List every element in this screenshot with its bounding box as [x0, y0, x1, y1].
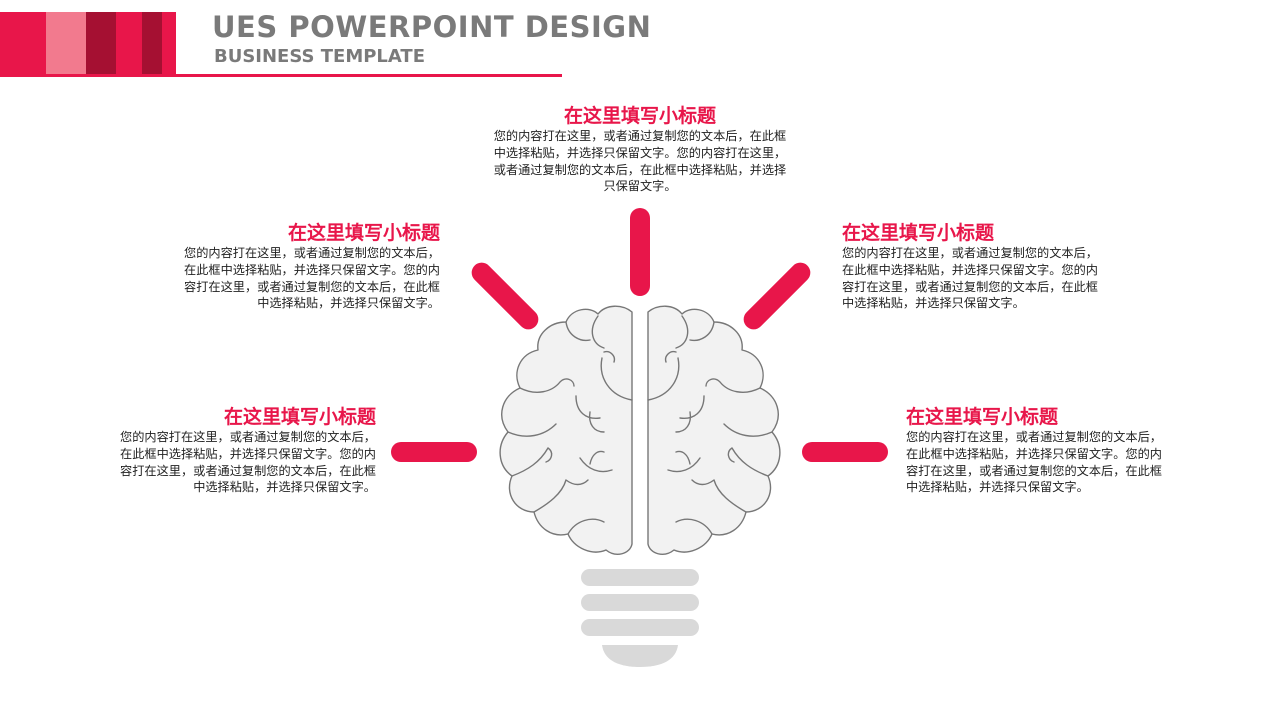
stripe [142, 12, 162, 76]
ray-left [391, 442, 477, 462]
bulb-base-ring [581, 619, 699, 636]
stripe [0, 12, 46, 76]
bulb-base-ring [581, 594, 699, 611]
text-block-lower-right: 在这里填写小标题 您的内容打在这里，或者通过复制您的文本后，在此框中选择粘贴，并… [906, 405, 1162, 496]
block-heading: 在这里填写小标题 [842, 222, 995, 244]
brain-left-hemisphere [499, 305, 633, 555]
block-heading: 在这里填写小标题 [223, 406, 376, 428]
stripe [162, 12, 176, 76]
title-underline [0, 74, 562, 77]
block-heading: 在这里填写小标题 [563, 105, 716, 127]
block-body: 您的内容打在这里，或者通过复制您的文本后，在此框中选择粘贴，并选择只保留文字。您… [184, 246, 440, 311]
stripe [116, 12, 142, 76]
ray-right [802, 442, 888, 462]
block-body: 您的内容打在这里，或者通过复制您的文本后，在此框中选择粘贴，并选择只保留文字。您… [906, 430, 1162, 495]
header-color-stripes [0, 12, 176, 76]
bulb-base-tip [602, 645, 678, 667]
bulb-base-ring [581, 569, 699, 586]
stripe [46, 12, 86, 76]
block-heading: 在这里填写小标题 [287, 222, 440, 244]
ray-top [630, 208, 650, 296]
text-block-lower-left: 在这里填写小标题 您的内容打在这里，或者通过复制您的文本后，在此框中选择粘贴，并… [120, 405, 376, 496]
brain-right-hemisphere [647, 305, 781, 555]
text-block-upper-left: 在这里填写小标题 您的内容打在这里，或者通过复制您的文本后，在此框中选择粘贴，并… [184, 221, 440, 312]
page-subtitle: BUSINESS TEMPLATE [214, 46, 425, 67]
stripe [86, 12, 116, 76]
bulb-base [581, 569, 699, 667]
text-block-top: 在这里填写小标题 您的内容打在这里，或者通过复制您的文本后，在此框中选择粘贴，并… [490, 104, 790, 195]
text-block-upper-right: 在这里填写小标题 您的内容打在这里，或者通过复制您的文本后，在此框中选择粘贴，并… [842, 221, 1098, 312]
block-heading: 在这里填写小标题 [906, 406, 1059, 428]
page-title: UES POWERPOINT DESIGN [212, 10, 652, 44]
block-body: 您的内容打在这里，或者通过复制您的文本后，在此框中选择粘贴，并选择只保留文字。您… [493, 129, 787, 194]
block-body: 您的内容打在这里，或者通过复制您的文本后，在此框中选择粘贴，并选择只保留文字。您… [120, 430, 376, 495]
block-body: 您的内容打在这里，或者通过复制您的文本后，在此框中选择粘贴，并选择只保留文字。您… [842, 246, 1098, 311]
